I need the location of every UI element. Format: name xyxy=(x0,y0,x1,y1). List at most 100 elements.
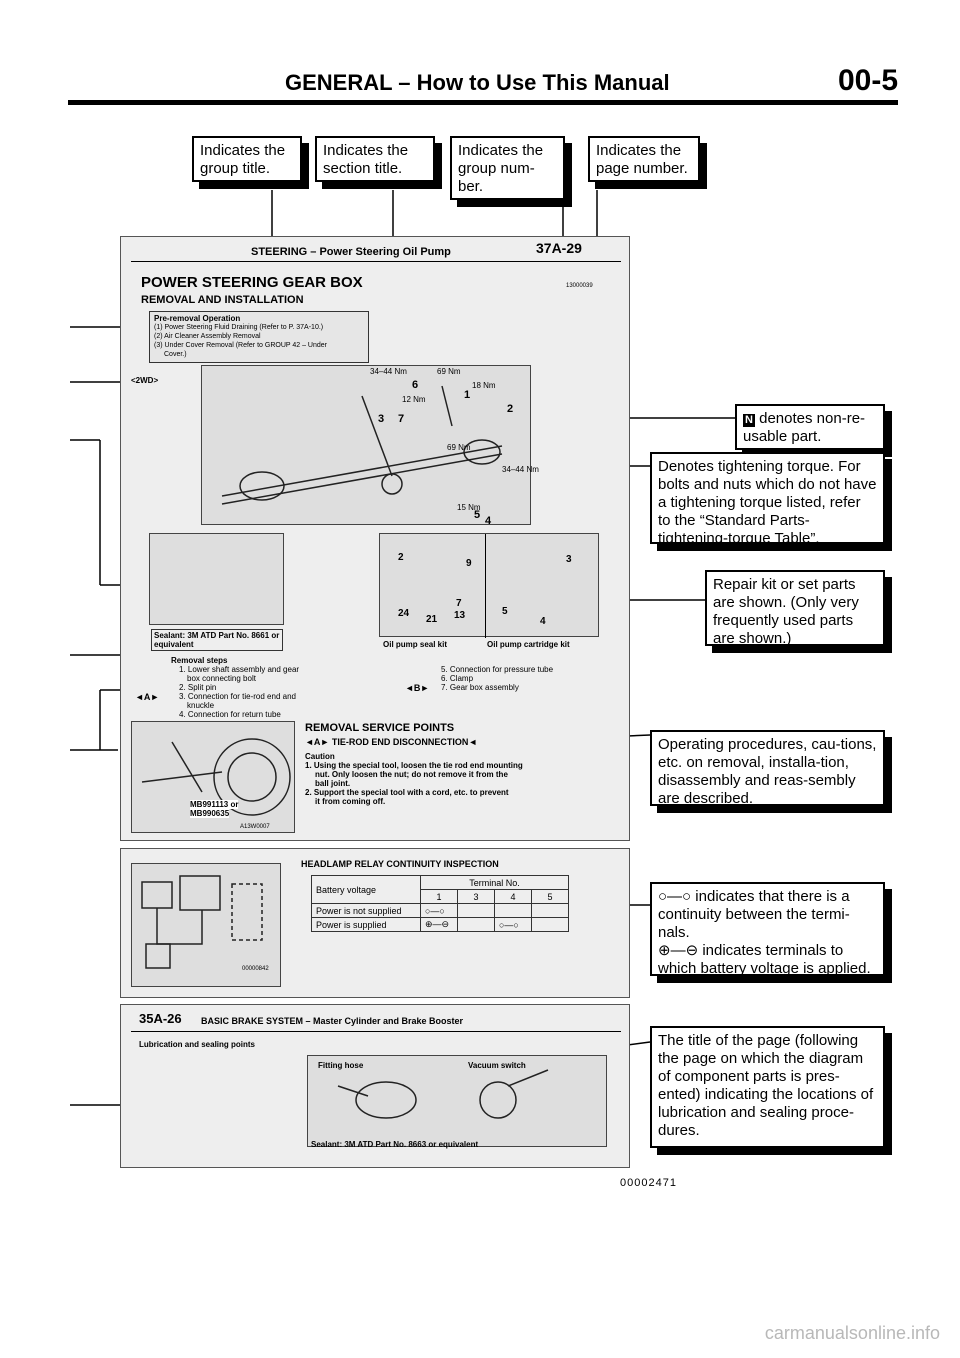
caution-line: 1. Using the special tool, loosen the ti… xyxy=(305,761,523,770)
callout-page-title: The title of the page (following the pag… xyxy=(650,1026,885,1148)
bottom-title: BASIC BRAKE SYSTEM – Master Cylinder and… xyxy=(201,1016,464,1026)
kit-number: 7 xyxy=(456,598,462,609)
part-number: 5 xyxy=(474,509,481,521)
part-number: 2 xyxy=(507,403,514,415)
terminal-cell: 5 xyxy=(531,889,569,904)
pre-removal-line: Cover.) xyxy=(164,351,187,358)
page-header-title: GENERAL – How to Use This Manual xyxy=(285,70,670,95)
kit-label-seal: Oil pump seal kit xyxy=(383,640,448,649)
removal-step: 6. Clamp xyxy=(441,674,474,683)
bolt-illustration xyxy=(149,533,284,625)
document-code: 00002471 xyxy=(620,1177,677,1189)
sample-header-page: 37A-29 xyxy=(536,240,582,256)
bottom-sealant: Sealant: 3M ATD Part No. 8663 or equival… xyxy=(311,1140,479,1149)
part-number: 4 xyxy=(485,515,492,527)
callout-continuity: ○—○ indicates that there is a continuity… xyxy=(650,882,885,977)
tool-label: MB990635 xyxy=(190,809,230,818)
sample-title: POWER STEERING GEAR BOX xyxy=(141,274,363,291)
marker-b: ◄B► xyxy=(405,683,430,693)
torque-label: 12 Nm xyxy=(402,395,426,404)
removal-step: knuckle xyxy=(187,701,215,710)
caution-line: 2. Support the special tool with a cord,… xyxy=(305,788,509,797)
table-header-cell: Battery voltage xyxy=(311,875,421,904)
removal-steps-heading: Removal steps xyxy=(171,656,228,665)
kit-number: 2 xyxy=(398,552,404,563)
sample-header-group: STEERING – Power Steering Oil Pump xyxy=(251,246,451,258)
kit-label-cartridge: Oil pump cartridge kit xyxy=(487,640,570,649)
removal-step: 7. Gear box assembly xyxy=(441,683,519,692)
torque-label: 34–44 Nm xyxy=(370,367,407,376)
marker-a: ◄A► xyxy=(135,692,160,702)
relay-circuit-illustration: 00000842 xyxy=(131,863,281,987)
callout-text: denotes non-re-usable part. xyxy=(743,410,866,445)
pre-removal-box: Pre-removal Operation (1) Power Steering… xyxy=(149,311,369,363)
removal-step: 5. Connection for pressure tube xyxy=(441,665,554,674)
fig-code-1: 13000039 xyxy=(566,283,593,289)
caution-line: ball joint. xyxy=(315,779,351,788)
tie-rod-illustration: MB991113 or MB990635 A13W0007 xyxy=(131,721,295,833)
sealant-note: Sealant: 3M ATD Part No. 8661 or equival… xyxy=(151,629,283,651)
brake-panel: 35A-26 BASIC BRAKE SYSTEM – Master Cylin… xyxy=(120,1004,630,1168)
bottom-group: 35A-26 xyxy=(139,1011,182,1026)
sample-header-rule xyxy=(131,261,621,262)
relay-heading: HEADLAMP RELAY CONTINUITY INSPECTION xyxy=(301,859,499,869)
service-item: ◄A► TIE-ROD END DISCONNECTION◄ xyxy=(305,737,478,747)
tool-label: MB991113 or xyxy=(190,800,239,809)
removal-step: 2. Split pin xyxy=(179,683,217,692)
table-cell xyxy=(457,903,495,918)
table-cell: ○—○ xyxy=(420,903,458,918)
torque-label: 34–44 Nm xyxy=(502,465,539,474)
kit-number: 4 xyxy=(540,616,546,627)
steering-gear-illustration: 34–44 Nm 69 Nm 18 Nm 12 Nm 69 Nm 34–44 N… xyxy=(201,365,539,527)
fig-code-2: A13W0007 xyxy=(240,824,270,830)
kit-divider xyxy=(485,534,486,638)
row-label-cell: Power is supplied xyxy=(311,917,421,932)
table-cell xyxy=(531,903,569,918)
fitting-label: Fitting hose xyxy=(318,1061,364,1070)
caution-line: it from coming off. xyxy=(315,797,386,806)
callout-page-number: Indicates the page number. xyxy=(588,136,700,182)
battery-terminal-icon: ⊕—⊖ xyxy=(658,942,699,959)
callout-operating-procedures: Operating procedures, cau-tions, etc. on… xyxy=(650,730,885,807)
caution-line: nut. Only loosen the nut; do not remove … xyxy=(315,770,508,779)
table-cell xyxy=(457,917,495,932)
torque-label: 18 Nm xyxy=(472,381,496,390)
callout-text: indicates terminals to which battery vol… xyxy=(658,942,871,977)
watermark: carmanualsonline.info xyxy=(764,1323,940,1343)
kit-number: 24 xyxy=(398,608,410,619)
part-number: 6 xyxy=(412,379,419,391)
lubrication-label: Lubrication and sealing points xyxy=(139,1040,256,1049)
table-cell xyxy=(531,917,569,932)
part-number: 3 xyxy=(378,413,385,425)
table-row: Power is not supplied ○—○ xyxy=(311,903,569,918)
torque-label: 69 Nm xyxy=(437,367,461,376)
relay-circuit-drawing xyxy=(141,875,263,969)
kit-number: 13 xyxy=(454,610,466,621)
torque-label: 15 Nm xyxy=(457,503,481,512)
brake-parts-illustration: Fitting hose Vacuum switch xyxy=(307,1055,607,1147)
table-cell xyxy=(494,903,532,918)
n-icon: N xyxy=(743,414,755,427)
pre-removal-heading: Pre-removal Operation xyxy=(154,314,241,323)
terminal-cell: 4 xyxy=(494,889,532,904)
callout-group-title: Indicates the group title. xyxy=(192,136,302,182)
relay-table: Battery voltage Terminal No. 1 3 4 5 Pow… xyxy=(311,875,569,932)
terminal-cell: 3 xyxy=(457,889,495,904)
header-rule xyxy=(68,100,898,105)
kit-number: 9 xyxy=(466,558,472,569)
table-cell: ⊕—⊖ xyxy=(420,917,458,932)
page-number: 00-5 xyxy=(838,64,899,97)
pre-removal-line: (3) Under Cover Removal (Refer to GROUP … xyxy=(154,342,327,349)
variant-label: <2WD> xyxy=(131,376,159,385)
kit-number: 21 xyxy=(426,614,438,625)
kit-number: 3 xyxy=(566,554,572,565)
fitting-label: Vacuum switch xyxy=(468,1061,526,1070)
callout-non-reusable: N denotes non-re-usable part. xyxy=(735,404,885,450)
brake-parts-drawing xyxy=(337,1069,549,1119)
fig-code-3: 00000842 xyxy=(242,966,269,972)
row-label-cell: Power is not supplied xyxy=(311,903,421,918)
bottom-rule xyxy=(131,1031,621,1032)
relay-inspection-panel: 00000842 HEADLAMP RELAY CONTINUITY INSPE… xyxy=(120,848,630,998)
continuity-icon: ○—○ xyxy=(658,888,692,905)
callout-text: indicates that there is a continuity bet… xyxy=(658,888,850,941)
